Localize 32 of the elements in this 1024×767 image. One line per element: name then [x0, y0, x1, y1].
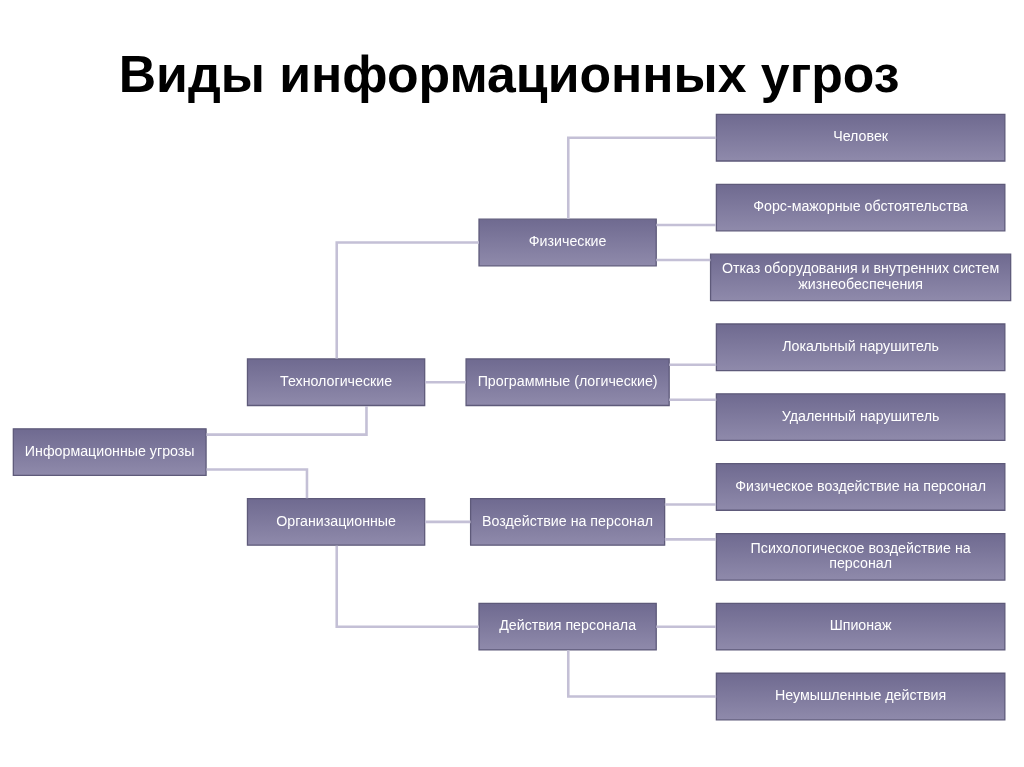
connector [424, 520, 471, 524]
node-box: Действия персонала [478, 602, 657, 651]
node-box: Психологическое воздействие на персонал [715, 532, 1006, 581]
connector [656, 223, 716, 227]
node-box: Организационные [246, 498, 426, 546]
node-box: Технологические [246, 358, 426, 407]
connector [566, 136, 717, 219]
connector [335, 545, 479, 628]
diagram-title: Виды информационных угроз [118, 45, 900, 104]
node-box: Человек [715, 113, 1006, 162]
node-box: Физическое воздействие на персонал [715, 463, 1006, 511]
node-box: Физические [478, 218, 657, 267]
node-box: Шпионаж [715, 602, 1006, 651]
connector [206, 405, 368, 436]
connector [656, 625, 716, 628]
node-box: Локальный нарушитель [715, 323, 1006, 372]
connector [664, 538, 717, 541]
connector [566, 650, 717, 698]
node-box: Информационные угрозы [12, 428, 207, 476]
node-box: Неумышленные действия [715, 672, 1006, 721]
connector [664, 503, 717, 506]
connector [424, 380, 466, 384]
connector [656, 258, 711, 262]
node-box: Отказ оборудования и внутренних систем жизнеобеспечения [709, 253, 1012, 302]
node-box: Воздействие на персонал [469, 498, 666, 546]
connector [206, 468, 309, 499]
node-box: Удаленный нарушитель [715, 393, 1006, 442]
connector [335, 241, 479, 359]
node-box: Форс-мажорные обстоятельства [715, 183, 1006, 232]
connector [669, 398, 717, 401]
node-box: Программные (логические) [465, 358, 670, 407]
connector [669, 363, 717, 367]
